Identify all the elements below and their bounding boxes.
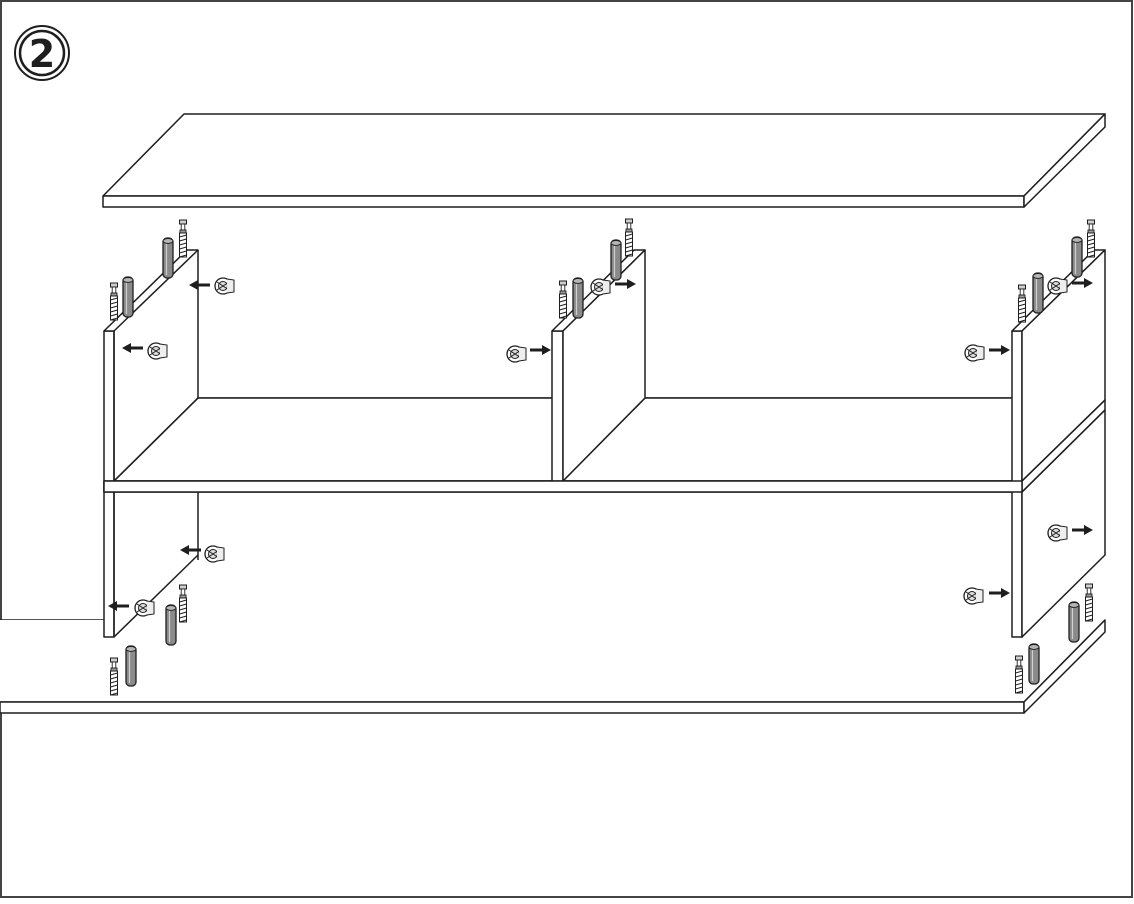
cam-bolt-icon xyxy=(625,218,633,257)
cam-bolt-icon xyxy=(559,280,567,319)
arrow-icon xyxy=(528,343,553,357)
cam-lock-icon xyxy=(590,278,611,296)
wooden-dowel-icon xyxy=(122,276,134,318)
hardware-left-top xyxy=(110,219,235,360)
cam-lock-icon xyxy=(134,599,155,617)
step-number-badge: 2 xyxy=(14,25,70,81)
cam-lock-icon xyxy=(964,344,985,362)
step-number: 2 xyxy=(29,32,55,76)
arrow-icon xyxy=(987,343,1012,357)
wooden-dowel-icon xyxy=(1071,236,1083,278)
wooden-dowel-icon xyxy=(165,604,177,646)
cam-lock-icon xyxy=(1047,524,1068,542)
cam-lock-icon xyxy=(506,345,527,363)
cam-lock-icon xyxy=(963,587,984,605)
cam-lock-icon xyxy=(1047,277,1068,295)
arrow-icon xyxy=(120,341,145,355)
top-panel xyxy=(102,113,1106,208)
cam-lock-icon xyxy=(147,342,168,360)
cam-bolt-icon xyxy=(179,584,187,623)
wooden-dowel-icon xyxy=(1068,601,1080,643)
wooden-dowel-icon xyxy=(1032,272,1044,314)
middle-shelf-front-edge xyxy=(103,480,1023,493)
wooden-dowel-icon xyxy=(162,237,174,279)
bottom-panel xyxy=(0,619,1106,714)
wooden-dowel-icon xyxy=(1028,643,1040,685)
cam-bolt-icon xyxy=(1018,284,1026,323)
cam-lock-icon xyxy=(214,277,235,295)
arrow-icon xyxy=(187,278,212,292)
wooden-dowel-icon xyxy=(572,277,584,319)
wooden-dowel-icon xyxy=(125,645,137,687)
cam-bolt-icon xyxy=(1087,219,1095,258)
cam-bolt-icon xyxy=(1085,583,1093,622)
arrow-icon xyxy=(987,586,1012,600)
cam-bolt-icon xyxy=(110,282,118,321)
wooden-dowel-icon xyxy=(610,239,622,281)
cam-bolt-icon xyxy=(179,219,187,258)
cam-lock-icon xyxy=(204,545,225,563)
